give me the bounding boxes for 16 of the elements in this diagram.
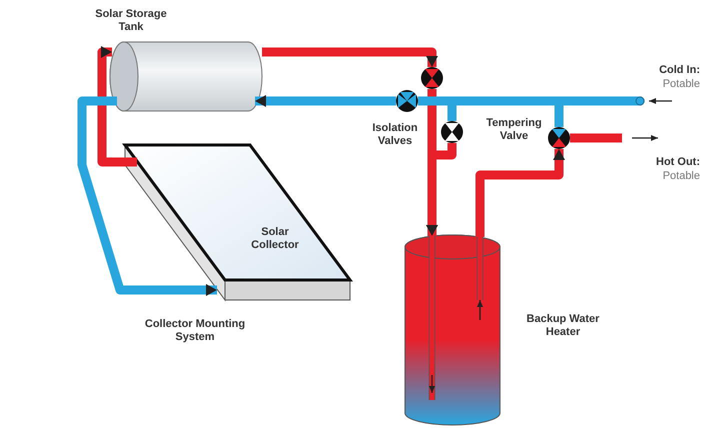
pipe [262, 48, 438, 67]
shape-label: Solar Collector [250, 226, 300, 252]
callout-label: Backup Water Heater [526, 313, 600, 339]
pipe [78, 96, 217, 296]
heading: Solar Storage Tank [94, 8, 168, 34]
part-label: Tempering Valve [485, 117, 543, 143]
port-label: Cold In: [658, 64, 700, 77]
port-note: Potable [662, 170, 700, 183]
pipe [570, 134, 622, 142]
pipe [255, 95, 396, 107]
pipe [476, 149, 565, 237]
pipe [554, 96, 644, 127]
part-label: Collector Mounting System [144, 318, 246, 344]
part-label: Isolation Valves [371, 122, 419, 148]
port-note: Potable [662, 78, 700, 91]
port-label: Hot Out: [655, 156, 700, 169]
